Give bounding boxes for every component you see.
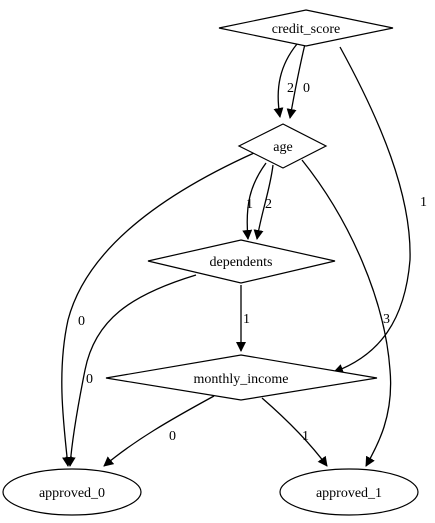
edge-label-credit-score-age-2: 2 xyxy=(287,81,294,96)
node-credit-score-shape xyxy=(218,9,394,47)
node-approved-0: approved_0 xyxy=(2,468,142,516)
node-monthly-income-shape xyxy=(105,354,378,401)
node-dependents: dependents xyxy=(147,239,336,284)
node-age: age xyxy=(237,123,328,169)
edge-monthly-income-to-approved-0 xyxy=(103,395,215,467)
edge-age-to-approved-0-from-age xyxy=(61,152,255,467)
edge-dependents-to-approved-0 xyxy=(65,274,197,467)
node-approved-0-shape xyxy=(2,468,142,516)
node-credit-score: credit_score xyxy=(218,9,394,47)
node-monthly-income: monthly_income xyxy=(105,354,378,401)
edge-label-monthly-income-approved-1: 1 xyxy=(302,429,309,444)
edge-monthly-income-to-approved-1 xyxy=(261,397,328,467)
edges xyxy=(61,43,411,467)
node-dependents-shape xyxy=(147,239,336,284)
edge-label-dependents-monthly-income: 1 xyxy=(243,312,250,327)
node-age-label: age xyxy=(273,140,292,155)
edge-credit-score-to-age-0 xyxy=(286,43,306,119)
node-approved-1-shape xyxy=(279,468,419,516)
edge-credit-score-to-monthly-income xyxy=(333,46,411,374)
edge-label-age-approved-0: 0 xyxy=(78,314,85,329)
node-dependents-label: dependents xyxy=(210,255,273,270)
edge-label-credit-score-monthly-income: 1 xyxy=(420,195,427,210)
node-approved-1-label: approved_1 xyxy=(316,486,382,501)
node-credit-score-label: credit_score xyxy=(272,22,340,37)
edge-label-monthly-income-approved-0: 0 xyxy=(169,429,176,444)
edge-label-credit-score-age-0: 0 xyxy=(303,81,310,96)
node-monthly-income-label: monthly_income xyxy=(194,372,289,387)
node-approved-0-label: approved_0 xyxy=(39,486,105,501)
edge-credit-score-to-age-2 xyxy=(273,43,298,118)
edge-label-age-approved-1: 3 xyxy=(383,312,390,327)
node-age-shape xyxy=(237,123,328,169)
edge-labels: 2 0 1 1 2 0 3 1 0 0 1 xyxy=(78,81,427,444)
edge-age-to-dependents-2 xyxy=(253,164,274,240)
edge-label-age-dependents-1: 1 xyxy=(246,197,253,212)
edge-age-to-dependents-1 xyxy=(242,162,267,240)
edge-age-to-approved-1 xyxy=(301,159,392,467)
node-approved-1: approved_1 xyxy=(279,468,419,516)
nodes: credit_score age dependents monthly_inco… xyxy=(2,9,419,516)
edge-label-dependents-approved-0: 0 xyxy=(86,372,93,387)
edge-label-age-dependents-2: 2 xyxy=(265,197,272,212)
